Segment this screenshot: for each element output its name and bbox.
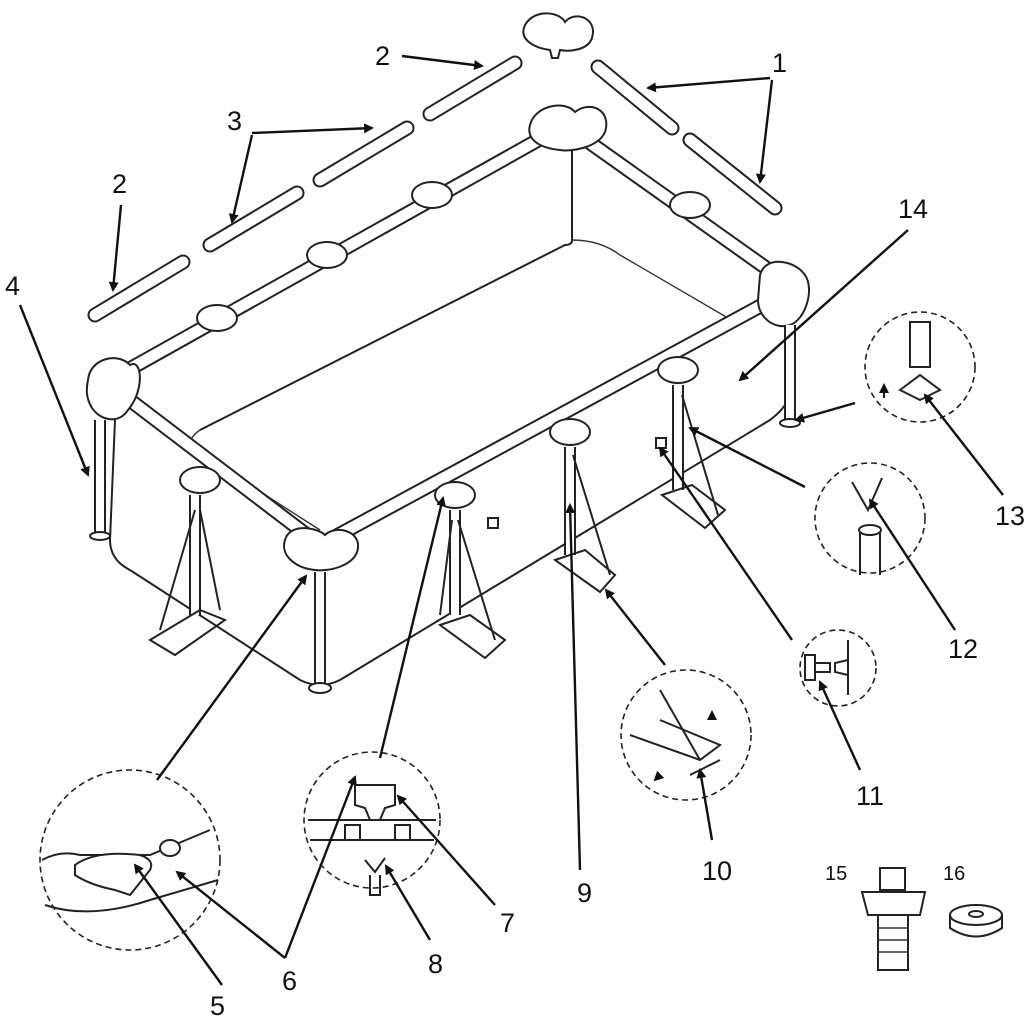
valve-plug	[655, 437, 667, 449]
callout-14: 14	[898, 194, 928, 224]
callout-8: 8	[428, 949, 443, 979]
detail-11	[799, 629, 877, 707]
rail-part-3b	[202, 185, 305, 253]
callout-10: 10	[702, 856, 732, 886]
rail-part-2b	[87, 254, 191, 323]
loose-rails	[87, 12, 783, 323]
callout-13: 13	[995, 501, 1025, 531]
t-connectors	[179, 181, 711, 509]
part-16-cap	[949, 904, 1003, 938]
callout-9: 9	[577, 878, 592, 908]
drain-plug	[487, 517, 499, 529]
callout-3: 3	[227, 106, 242, 136]
part-15-valve	[860, 867, 927, 971]
callout-7: 7	[500, 908, 515, 938]
callout-5: 5	[210, 991, 225, 1021]
leader-arrows	[18, 54, 1004, 986]
callout-6: 6	[282, 966, 297, 996]
callout-labels: 1 2 3 2 4 14 13 12 11 10 9 7 8 6 5 15 16	[5, 41, 1025, 1021]
callout-16: 16	[943, 863, 965, 885]
corner-connectors	[85, 104, 810, 572]
callout-4: 4	[5, 271, 20, 301]
callout-2-left: 2	[112, 169, 127, 199]
rail-part-3a	[312, 120, 415, 188]
detail-12	[814, 462, 926, 574]
callout-11: 11	[856, 781, 884, 811]
rail-part-2a	[422, 55, 523, 122]
legs	[89, 325, 801, 694]
callout-1: 1	[772, 48, 787, 78]
rail-part-1a	[590, 59, 680, 136]
detail-circles	[39, 311, 976, 951]
rail-part-1b	[682, 132, 783, 216]
callout-15: 15	[825, 863, 847, 885]
callout-12: 12	[948, 634, 978, 664]
loose-corner-connector	[522, 12, 594, 59]
spare-parts	[860, 867, 1003, 971]
callout-2-top: 2	[375, 41, 390, 71]
